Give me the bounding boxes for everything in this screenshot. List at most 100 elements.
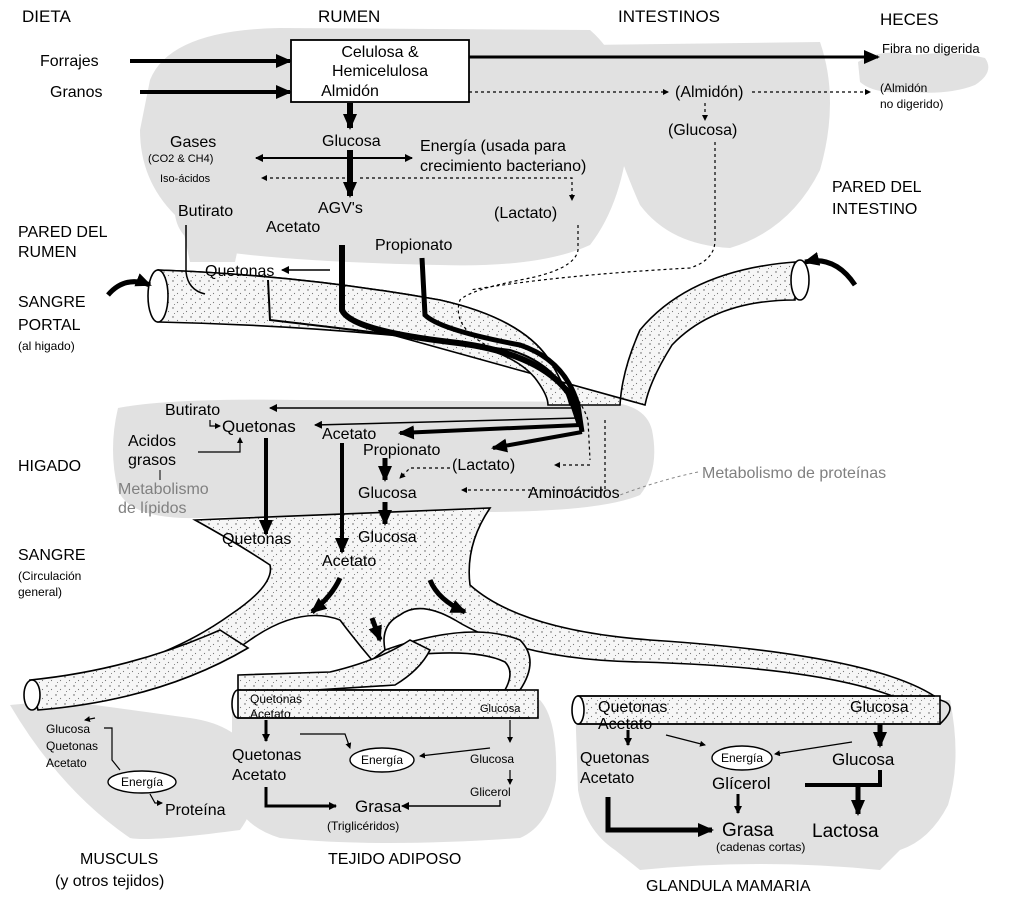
liver-acidos-2: grasos	[128, 452, 176, 469]
quetonas-flow	[267, 279, 576, 411]
muscle-inflow-arrow	[84, 716, 96, 722]
intestine-glucose-path	[469, 142, 716, 291]
mammary-to-energia-arrow	[665, 734, 706, 747]
feces-almidon-1: (Almidón	[880, 81, 927, 95]
muscle-energia-ellipse	[107, 770, 177, 794]
liver-acetato: Acetato	[322, 426, 376, 443]
metab-proteinas: Metabolismo de proteínas	[702, 465, 886, 482]
liver-aminoacidos: Aminoácidos	[528, 485, 620, 502]
pared-intestino-2: INTESTINO	[832, 201, 917, 218]
sangre-sub-2: general)	[18, 585, 62, 599]
energia-to-proteina-arrow	[149, 793, 163, 806]
gases-label: Gases	[170, 134, 216, 151]
blood-to-mammary-arrow	[427, 578, 467, 615]
liver-lactato: (Lactato)	[452, 457, 515, 474]
mammary-tube-acetato: Acetato	[598, 716, 652, 733]
muscle-bracket	[104, 727, 121, 771]
feces-almidon-2: no digerido)	[880, 97, 943, 111]
propionato-flow	[419, 257, 585, 433]
mammary-glicerol: Glícerol	[712, 774, 771, 793]
adipose-acetato: Acetato	[232, 767, 286, 784]
sangre-label: SANGRE	[18, 547, 86, 564]
feces-blob	[858, 52, 989, 93]
muscle-acetato: Acetato	[46, 756, 87, 770]
mammary-tube-glucosa: Glucosa	[850, 699, 909, 716]
sangre-portal-2: PORTAL	[18, 317, 81, 334]
header-heces: HECES	[880, 10, 939, 29]
glucosa-to-energia-arrow	[419, 747, 491, 759]
intestine-glucosa: (Glucosa)	[668, 122, 737, 139]
fibra-label: Fibra no digerida	[882, 41, 980, 56]
systemic-vessel	[23, 507, 951, 725]
acetato-to-grasa-arrow-m	[605, 797, 714, 837]
mammary-glucosa: Glucosa	[832, 750, 895, 769]
rumen-glucosa: Glucosa	[322, 133, 381, 150]
granos-label: Granos	[50, 84, 102, 101]
header-rumen: RUMEN	[318, 7, 380, 26]
blood-to-muscle-arrow	[310, 576, 343, 614]
muscle-title-1: MUSCULS	[80, 851, 158, 868]
substrate-box	[290, 39, 470, 103]
liver-acidos-1: Acidos	[128, 433, 176, 450]
adipose-glicerol: Glicerol	[470, 785, 511, 799]
muscle-quetonas: Quetonas	[46, 739, 98, 753]
higado-label: HIGADO	[18, 458, 81, 475]
liver-propionato: Propionato	[363, 442, 440, 459]
muscle-proteina: Proteína	[165, 802, 226, 819]
metab-lipidos-2: de lípidos	[118, 500, 187, 517]
box-line1: Celulosa &	[341, 44, 419, 61]
mammary-energia: Energía	[721, 751, 763, 765]
adipose-glucosa: Glucosa	[470, 752, 514, 766]
adipose-tube-acetato: Acetato	[250, 707, 291, 721]
box-line3: Almidón	[321, 83, 379, 100]
liver-butirato: Butirato	[165, 402, 220, 419]
energia-line2: crecimiento bacteriano)	[420, 158, 586, 175]
rumen-propionato: Propionato	[375, 237, 452, 254]
adipose-energia-ellipse	[349, 747, 415, 773]
sangre-sub-1: (Circulación	[18, 569, 81, 583]
adipose-quetonas: Quetonas	[232, 747, 301, 764]
metab-lipidos-1: Metabolismo	[118, 481, 209, 498]
portal-vessel	[147, 259, 810, 407]
header-dieta: DIETA	[22, 7, 71, 26]
adipose-tube-glucosa: Glucosa	[480, 703, 521, 715]
liver-glucosa: Glucosa	[358, 485, 417, 502]
butirato-path	[185, 225, 206, 295]
header-intestinos: INTESTINOS	[618, 7, 720, 26]
rumen-lactato: (Lactato)	[494, 205, 557, 222]
rumen-quetonas: Quetonas	[205, 263, 274, 280]
liver-quetonas: Quetonas	[222, 417, 296, 436]
butirato-quetonas-arrow	[209, 420, 221, 429]
intestine-inflow-arrow	[803, 252, 858, 287]
blood-glucosa: Glucosa	[358, 529, 417, 546]
mammary-title: GLANDULA MAMARIA	[646, 878, 811, 895]
sangre-portal-sub: (al higado)	[18, 339, 75, 353]
rumen-region	[140, 28, 630, 266]
adipose-energia: Energía	[361, 753, 403, 767]
glucosa-to-energia-arrow-m	[774, 741, 853, 757]
muscle-energia: Energía	[121, 775, 163, 789]
adipose-tube-quetonas: Quetonas	[250, 692, 302, 706]
box-line2: Hemicelulosa	[332, 63, 428, 80]
adipose-to-energia-arrow	[300, 733, 352, 749]
intestine-almidon: (Almidón)	[675, 84, 743, 101]
rumen-butirato: Butirato	[178, 203, 233, 220]
glucosa-to-glicerol-path	[805, 770, 882, 787]
forrajes-label: Forrajes	[40, 53, 99, 70]
pared-rumen-2: RUMEN	[18, 244, 77, 261]
blood-acetato: Acetato	[322, 553, 376, 570]
gases-sub-label: (CO2 & CH4)	[148, 153, 213, 165]
blood-quetonas: Quetonas	[222, 531, 291, 548]
portal-inflow-arrow	[106, 273, 152, 297]
energia-line1: Energía (usada para	[420, 138, 566, 155]
mammary-acetato: Acetato	[580, 770, 634, 787]
lactato-to-glucosa-arrow	[399, 467, 450, 479]
rumen-acetato: Acetato	[266, 219, 320, 236]
to-lactato-arrow	[360, 177, 575, 201]
mammary-lactosa: Lactosa	[812, 821, 879, 842]
liver-propionato-arrow	[491, 430, 583, 453]
acidos-to-quetonas-arrow	[198, 437, 243, 453]
sangre-portal-1: SANGRE	[18, 294, 86, 311]
mammary-grasa: Grasa	[722, 820, 774, 841]
